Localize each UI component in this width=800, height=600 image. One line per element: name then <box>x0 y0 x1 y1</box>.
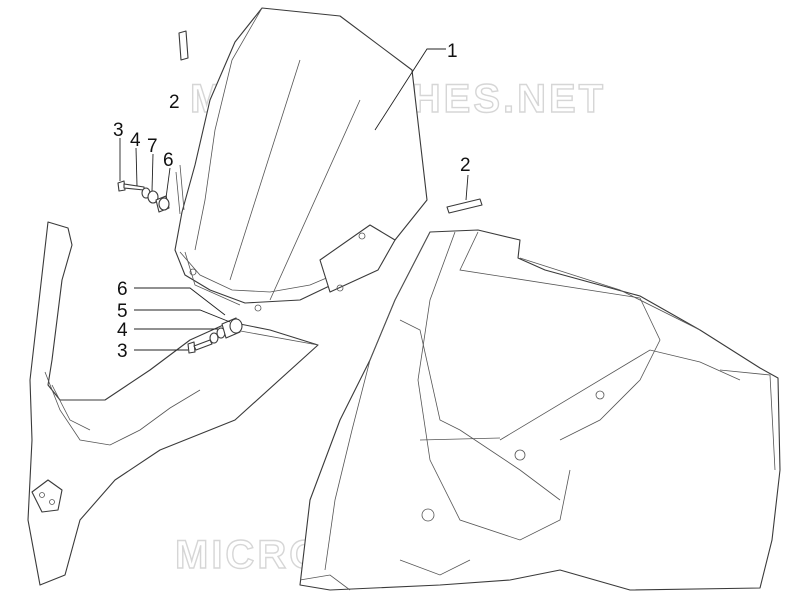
callout-2-right: 2 <box>460 155 471 176</box>
leader-lines <box>119 48 469 351</box>
pin-upper <box>178 30 189 61</box>
callout-labels: 1 2 2 3 4 7 6 6 5 4 3 <box>113 41 471 362</box>
callout-3-lower: 3 <box>117 341 128 362</box>
front-shield-assembly <box>299 229 781 591</box>
callout-6-lower: 6 <box>117 279 128 300</box>
callout-6-upper: 6 <box>163 150 174 171</box>
callout-5: 5 <box>117 301 128 322</box>
front-cover-panel <box>27 221 319 586</box>
callout-4-upper: 4 <box>130 130 141 151</box>
callout-4-lower: 4 <box>117 320 128 341</box>
callout-2-upper: 2 <box>169 92 180 113</box>
callout-3-upper: 3 <box>113 120 124 141</box>
callout-7: 7 <box>147 136 158 157</box>
callout-1: 1 <box>447 41 458 62</box>
windshield <box>174 7 428 312</box>
lower-fastener-set <box>187 317 243 354</box>
pin-right <box>446 198 483 214</box>
upper-fastener-set <box>117 180 170 213</box>
